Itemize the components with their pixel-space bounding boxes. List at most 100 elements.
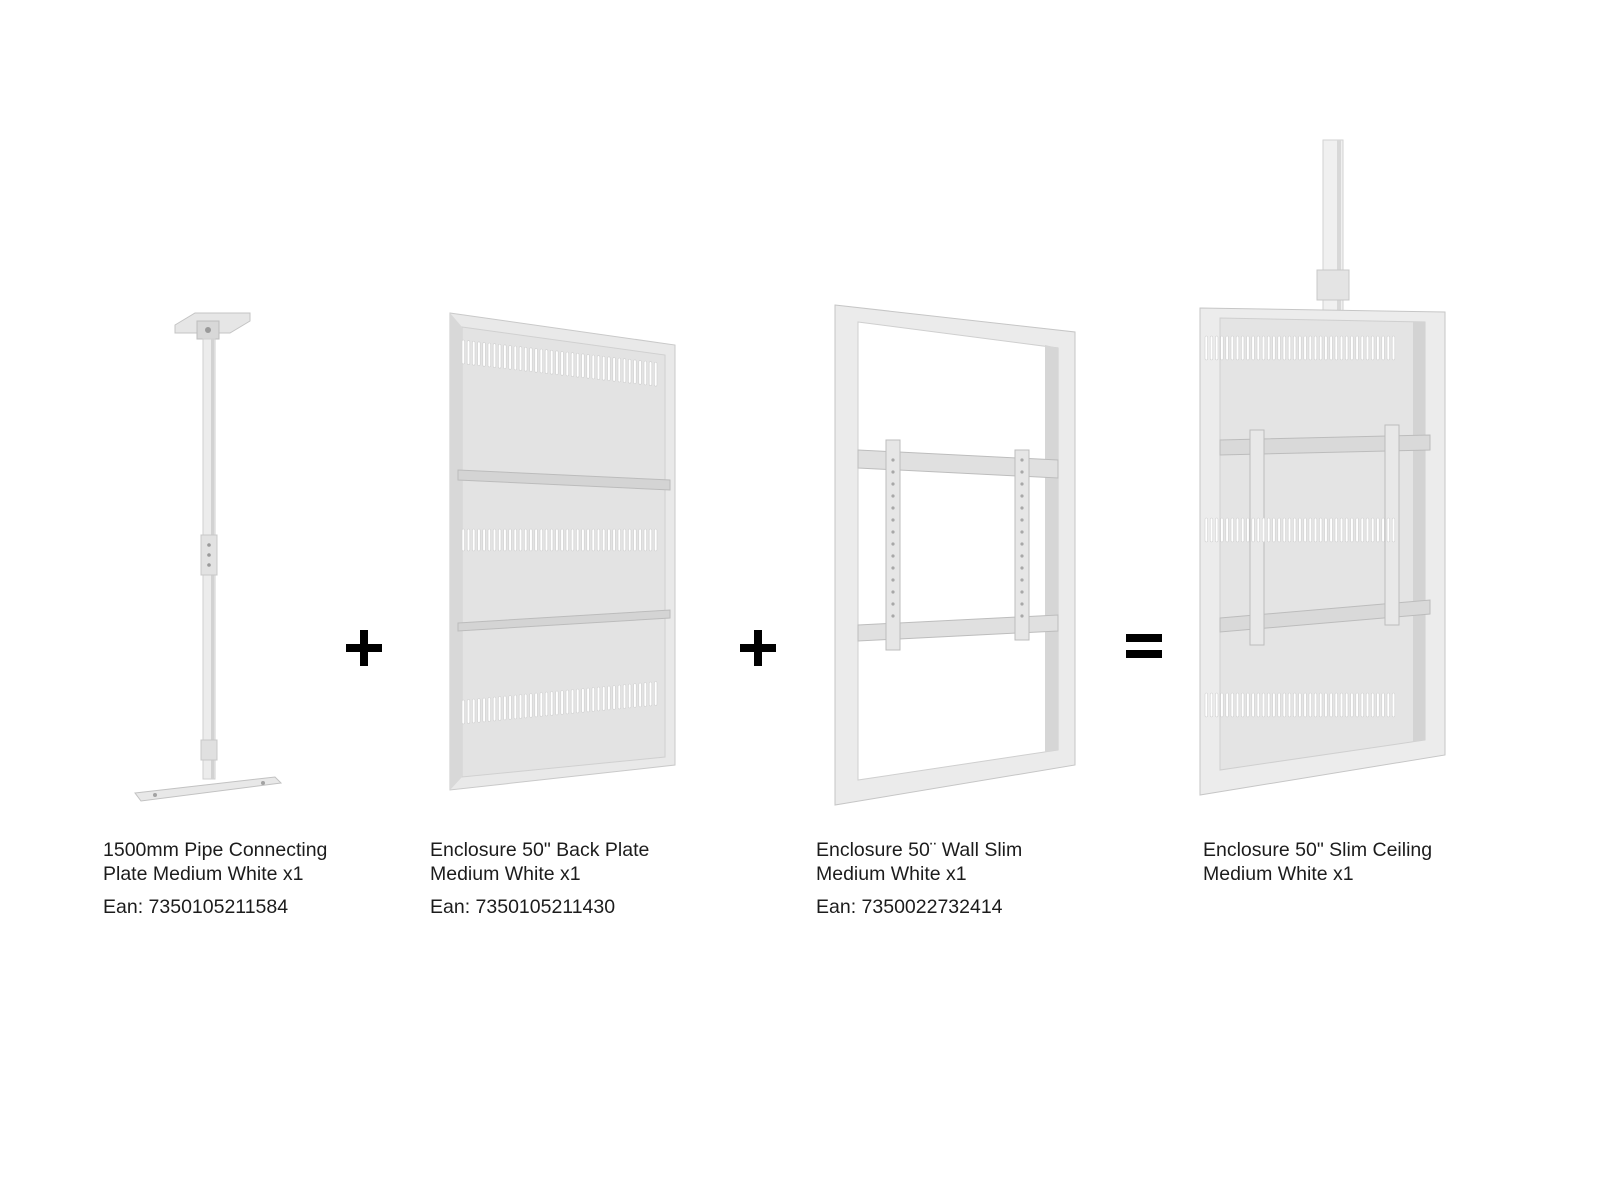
vent-slot: [539, 348, 543, 374]
vent-slot: [1313, 517, 1318, 543]
product-ceiling-enclosure-image: [1195, 139, 1465, 810]
vent-slot: [560, 351, 564, 376]
vent-slot: [518, 346, 523, 371]
vent-slot: [1267, 692, 1271, 718]
vent-slot: [1272, 335, 1276, 361]
vent-slot: [487, 342, 491, 368]
vent-slot: [1272, 517, 1276, 543]
vent-slot: [1339, 517, 1344, 543]
vent-slot: [576, 352, 580, 378]
vent-slot: [602, 528, 606, 552]
vent-slot: [565, 528, 569, 552]
product-back-plate-image: [440, 305, 680, 795]
vent-slot: [612, 357, 616, 382]
bracket-hole: [891, 470, 895, 474]
vent-slot: [1371, 517, 1375, 543]
vent-slot: [586, 354, 590, 379]
vent-slot: [1360, 692, 1364, 718]
product-caption-wall-slim: Enclosure 50¨ Wall Slim Medium White x1 …: [816, 838, 1022, 919]
vent-slot: [1365, 692, 1370, 718]
bracket-hole: [1020, 458, 1024, 462]
vent-slot: [1225, 692, 1229, 718]
vent-slot: [607, 528, 611, 552]
vent-slot: [628, 528, 632, 552]
vent-slot: [586, 528, 590, 552]
product-name-line: Medium White x1: [816, 863, 967, 885]
vent-slot: [529, 347, 533, 373]
vent-slot: [1308, 335, 1312, 361]
vent-slot: [1345, 335, 1349, 361]
bracket-hole: [1020, 566, 1024, 570]
vent-slot: [1246, 517, 1250, 543]
bracket-hole: [1020, 590, 1024, 594]
vent-slot: [591, 528, 595, 552]
vent-slot: [550, 528, 554, 552]
bracket-hole: [891, 506, 895, 510]
vent-slot: [524, 346, 528, 372]
vent-slot: [1350, 335, 1354, 361]
bracket-hole: [891, 542, 895, 546]
vent-slot: [1334, 517, 1338, 543]
bracket-hole: [891, 458, 895, 462]
vent-slot: [544, 349, 549, 374]
vent-slot: [648, 361, 653, 386]
vent-slot: [529, 693, 533, 718]
vent-slot: [1381, 692, 1385, 718]
vent-slot: [622, 528, 627, 552]
vent-slot: [492, 343, 497, 368]
product-caption-pipe: 1500mm Pipe Connecting Plate Medium Whit…: [103, 838, 327, 919]
vent-slot: [529, 528, 533, 552]
vent-slot: [1324, 517, 1328, 543]
vent-slot: [1241, 692, 1245, 718]
vent-slot: [544, 528, 549, 552]
vent-slot: [492, 696, 497, 722]
vent-slot: [472, 698, 476, 724]
vent-slot: [1360, 517, 1364, 543]
vent-slot: [534, 528, 538, 552]
vent-slot: [602, 355, 606, 381]
vent-slot: [1209, 692, 1214, 718]
vent-slot: [607, 685, 611, 711]
vent-slot: [1334, 692, 1338, 718]
vent-slot: [1267, 335, 1271, 361]
vent-slot: [1287, 335, 1292, 361]
vent-slot: [596, 355, 601, 380]
vent-slot: [498, 343, 502, 369]
vent-slot: [633, 683, 637, 708]
plus-operator-icon: [740, 630, 776, 671]
vent-slot: [1355, 335, 1359, 361]
vent-slot: [633, 359, 637, 385]
vent-slot: [638, 682, 642, 708]
wall-frame-icon: [834, 304, 1076, 806]
bracket-hole: [1020, 614, 1024, 618]
vent-slot: [466, 699, 471, 724]
product-name-line: Enclosure 50" Slim Ceiling: [1203, 839, 1433, 861]
vent-slot: [570, 352, 575, 377]
vent-slot: [1308, 517, 1312, 543]
vent-slot: [1339, 335, 1344, 361]
vent-slot: [508, 528, 512, 552]
vent-slot: [550, 691, 554, 716]
vent-slot: [1319, 335, 1323, 361]
vent-slot: [1303, 335, 1307, 361]
vent-slot: [534, 348, 538, 373]
product-name-line: Enclosure 50" Back Plate: [430, 839, 650, 861]
vent-slot: [1251, 517, 1255, 543]
vent-slot: [555, 350, 559, 376]
vent-slot: [466, 528, 471, 552]
vent-slot: [1235, 692, 1240, 718]
vent-slot: [581, 528, 585, 552]
vent-slot: [1241, 335, 1245, 361]
vent-slot: [628, 358, 632, 384]
vent-slot: [1319, 517, 1323, 543]
vent-slot: [1308, 692, 1312, 718]
vent-slot: [1256, 692, 1260, 718]
vent-slot: [570, 528, 575, 552]
vent-slot: [1293, 335, 1297, 361]
vent-slot: [1246, 335, 1250, 361]
vent-slot: [607, 356, 611, 382]
vent-slot: [1220, 692, 1224, 718]
vent-slot: [487, 697, 491, 722]
vent-slot: [1272, 692, 1276, 718]
bracket-hole: [891, 482, 895, 486]
